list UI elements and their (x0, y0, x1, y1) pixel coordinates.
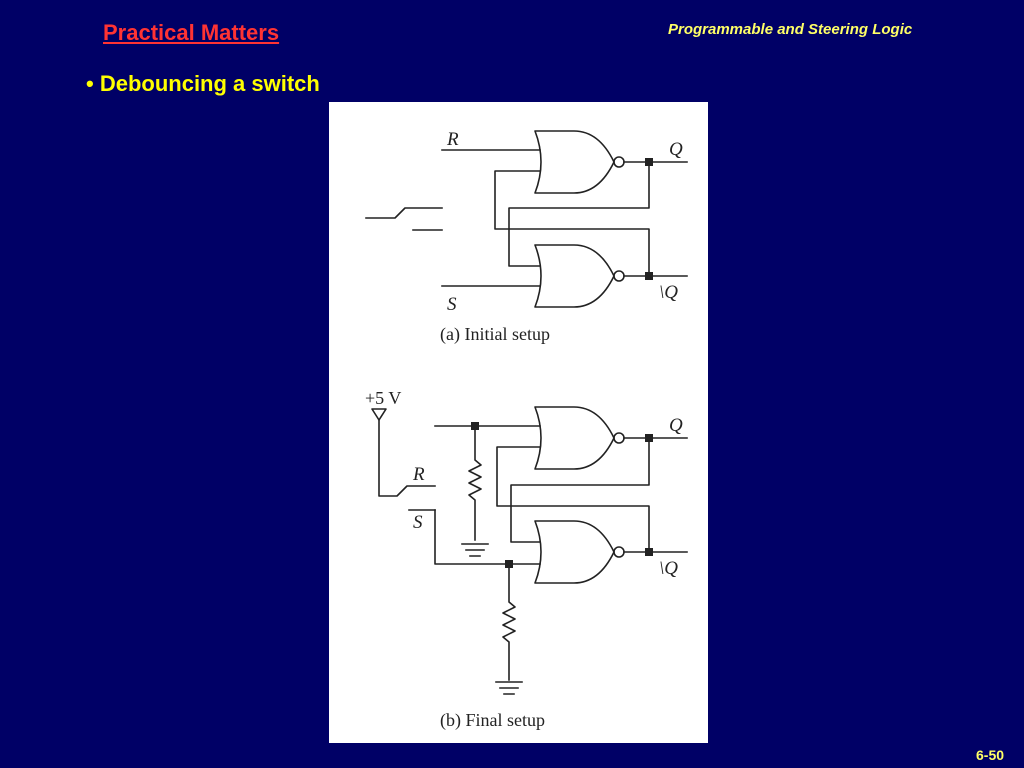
circuit-diagram: R S Q \Q (a) Initial setup +5 V R S Q \Q… (365, 129, 688, 731)
initial-bottom-nor-bubble (613, 270, 625, 282)
final-s-node-wire (434, 509, 541, 565)
initial-switch (365, 207, 443, 231)
final-q-junction-dot (645, 434, 653, 442)
final-label-qbar: \Q (659, 558, 678, 579)
initial-feedback-q (508, 161, 650, 267)
slide-title: Practical Matters (103, 20, 280, 45)
initial-label-r: R (446, 129, 459, 150)
final-label-supply: +5 V (365, 388, 401, 408)
initial-top-nor-gate (534, 130, 615, 194)
bullet-item: • Debouncing a switch (86, 71, 320, 97)
initial-top-nor-bubble (613, 156, 625, 168)
final-label-q: Q (669, 415, 683, 436)
final-qbar-junction-dot (645, 548, 653, 556)
initial-bottom-nor-gate (534, 244, 615, 308)
final-label-r: R (412, 464, 425, 485)
final-bottom-nor-gate (534, 520, 615, 584)
final-r-ground-icon (461, 543, 489, 557)
final-r-pulldown-resistor (468, 425, 482, 541)
final-caption: (b) Final setup (440, 710, 545, 731)
course-title: Programmable and Steering Logic (668, 21, 913, 38)
final-top-nor-bubble (613, 432, 625, 444)
initial-label-q: Q (669, 139, 683, 160)
final-s-pulldown-resistor (502, 563, 516, 681)
initial-qbar-junction-dot (645, 272, 653, 280)
final-bottom-nor-bubble (613, 546, 625, 558)
initial-label-qbar: \Q (659, 282, 678, 303)
initial-label-s: S (447, 294, 457, 315)
initial-setup-circuit (365, 130, 688, 308)
final-label-s: S (413, 512, 423, 533)
bullet-marker: • (86, 71, 94, 96)
initial-q-junction-dot (645, 158, 653, 166)
final-top-nor-gate (534, 406, 615, 470)
debounce-circuit-figure: R S Q \Q (a) Initial setup +5 V R S Q \Q… (329, 102, 708, 743)
final-supply-triangle (371, 408, 387, 421)
bullet-text: Debouncing a switch (99, 71, 320, 96)
initial-feedback-qbar (494, 170, 650, 277)
final-feedback-qbar (496, 446, 650, 553)
final-s-ground-icon (495, 681, 523, 695)
final-setup-circuit (371, 406, 688, 695)
final-r-junction-dot (471, 422, 479, 430)
slide-number: 6-50 (976, 747, 1005, 763)
final-feedback-q (510, 437, 650, 543)
final-supply-wire (378, 419, 436, 497)
final-s-junction-dot (505, 560, 513, 568)
initial-caption: (a) Initial setup (440, 324, 550, 345)
